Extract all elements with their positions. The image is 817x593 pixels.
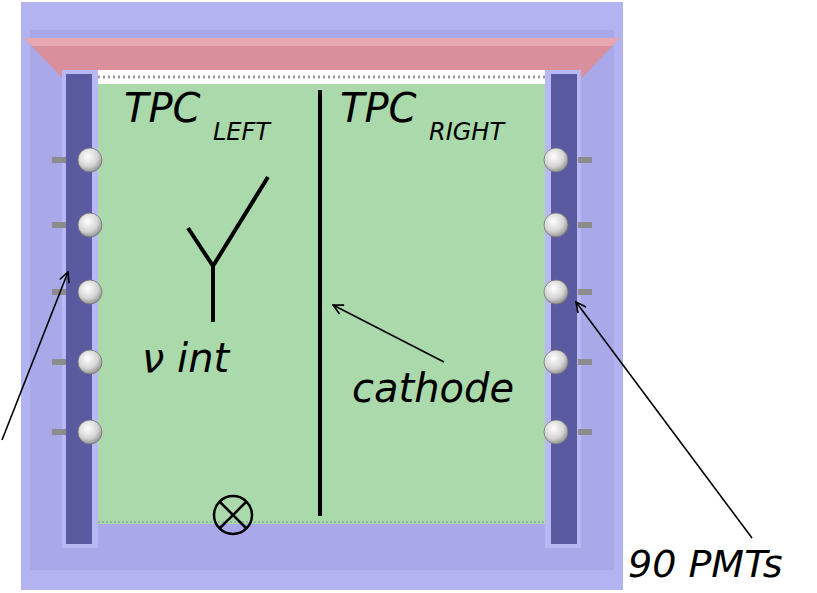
cathode-label: cathode xyxy=(352,368,514,408)
pmt-rod xyxy=(52,359,66,365)
pmt xyxy=(78,280,102,304)
cryostat-inner xyxy=(30,30,614,570)
tpc-subscript: LEFT xyxy=(213,120,270,144)
pmt-panel-frame xyxy=(545,70,581,548)
pmt-rod xyxy=(578,429,592,435)
pmt-rod xyxy=(578,222,592,228)
interaction-tracks xyxy=(188,177,268,322)
pmt xyxy=(78,213,102,237)
pmt xyxy=(544,420,568,444)
pmt-rod xyxy=(52,157,66,163)
beam-direction-symbol xyxy=(214,496,252,534)
tpc-label: TPC xyxy=(340,88,416,128)
bottom-edge xyxy=(98,521,545,523)
pmt xyxy=(544,148,568,172)
pmt xyxy=(78,350,102,374)
pmt-panel xyxy=(66,74,92,544)
pmt-rod xyxy=(578,157,592,163)
wire-plane-dots xyxy=(98,76,545,79)
pmt-panel xyxy=(551,74,577,544)
tpc-label: TPC xyxy=(124,88,200,128)
pmt xyxy=(78,148,102,172)
pmt-rod xyxy=(52,222,66,228)
wire-plane xyxy=(98,70,545,84)
pmt-panel-frame xyxy=(62,70,98,548)
pmt xyxy=(544,213,568,237)
top-layer-edge xyxy=(24,38,620,46)
leader-arrow xyxy=(2,272,68,440)
pmt xyxy=(544,350,568,374)
leader-arrow xyxy=(333,305,444,362)
cathode-plane xyxy=(318,90,322,516)
pmt xyxy=(78,420,102,444)
cryostat xyxy=(21,2,623,590)
interaction-label: ν int xyxy=(142,338,229,378)
pmt-rod xyxy=(578,359,592,365)
pmt xyxy=(544,280,568,304)
pmt-label: 90 PMTs xyxy=(628,545,783,583)
pmt-rod xyxy=(578,289,592,295)
lar-volume xyxy=(98,84,545,524)
leader-arrow xyxy=(576,302,752,538)
tpc-subscript: RIGHT xyxy=(429,120,504,144)
pmt-rod xyxy=(52,429,66,435)
